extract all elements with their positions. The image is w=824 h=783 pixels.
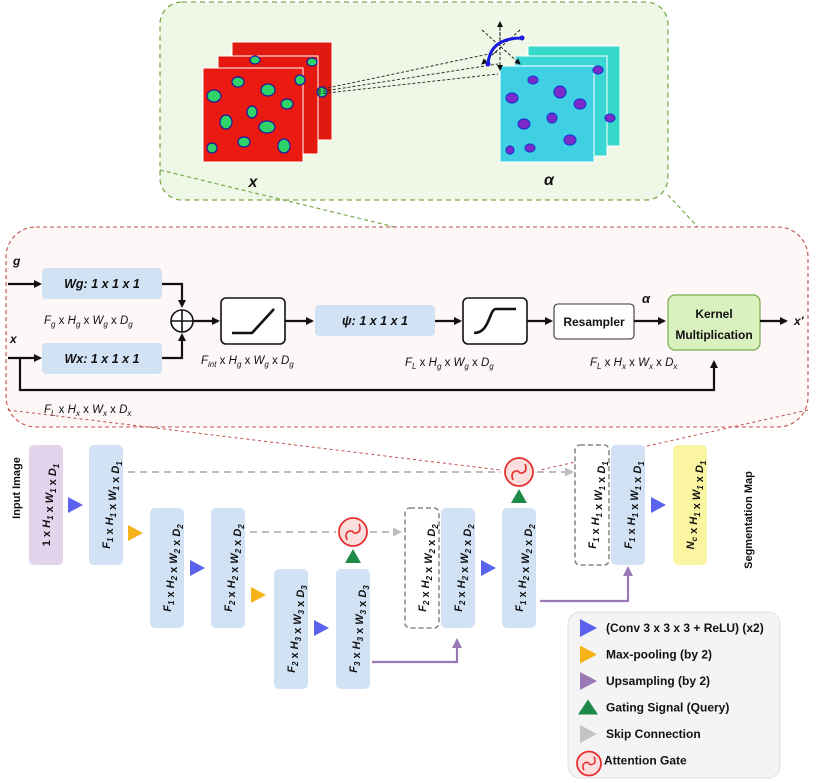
dim-fg-label: Fg x Hg x Wg x Dg (44, 315, 133, 329)
legend-skip-icon (580, 725, 597, 743)
legend-gating-icon (578, 699, 598, 715)
unet-box-1: 1 x H1 x W1 x D1 (29, 445, 63, 565)
kernel-label-line1: Kernel (695, 307, 732, 321)
unet-box-9: F1 x H2 x W2 x D2 (502, 508, 537, 628)
unet-box-2: F1 x H1 x W1 x D1 (89, 445, 124, 565)
kernel-multiplication-box (667, 294, 761, 351)
unet-box-label-2: F1 x H1 x W1 x D1 (101, 461, 124, 549)
conv-relu-arrow-icon (481, 560, 496, 576)
unet-box-8: F2 x H2 x W2 x D2 (441, 508, 476, 628)
unet-box-10: F1 x H1 x W1 x D1 (574, 444, 610, 566)
attention-gate-level2-icon (338, 517, 368, 547)
legend-item: Max-pooling (by 2) (580, 645, 712, 664)
sigmoid-activation-icon (462, 297, 528, 345)
unet-box-label-8: F2 x H2 x W2 x D2 (453, 524, 476, 612)
attention-gate-level1-icon (504, 457, 534, 487)
unet-box-label-7: F2 x H2 x W2 x D2 (417, 524, 440, 612)
legend-label: Max-pooling (by 2) (606, 648, 712, 662)
wg-conv-label: Wg: 1 x 1 x 1 (64, 277, 140, 291)
resampler-label: Resampler (563, 315, 625, 329)
unet-box-label-1: 1 x H1 x W1 x D1 (41, 463, 61, 546)
g-input-label: g (12, 254, 21, 268)
x-image-label: x (248, 174, 259, 191)
unet-box-3: F1 x H2 x W2 x D2 (150, 508, 185, 628)
upsample-path-level2 (540, 566, 633, 603)
unet-box-12: Nc x H1 x W1 x D1 (673, 445, 708, 565)
x-input-label: x (9, 332, 18, 346)
psi-conv-box (315, 305, 435, 336)
gating-signal-arrow-icon (511, 489, 527, 503)
conv-relu-arrow-icon (314, 620, 329, 636)
unet-box-6: F3 x H3 x W3 x D3 (336, 569, 371, 689)
legend-item: (Conv 3 x 3 x 3 + ReLU) (x2) (580, 619, 764, 637)
wg-to-sum (162, 282, 186, 308)
unet-box-label-5: F2 x H3 x W3 x D3 (286, 585, 309, 673)
unet-box-label-10: F1 x H1 x W1 x D1 (587, 461, 610, 549)
unet-box-7: F2 x H2 x W2 x D2 (404, 507, 440, 629)
wx-to-sum (162, 333, 186, 360)
legend-upsample-icon (580, 672, 597, 690)
legend-item: Gating Signal (Query) (578, 699, 729, 715)
legend-label: Upsampling (by 2) (606, 674, 710, 688)
unet-box-label-11: F1 x H1 x W1 x D1 (623, 461, 646, 549)
legend-attention-gate-icon (576, 750, 602, 777)
relu-activation-icon (220, 297, 286, 345)
psi-conv-label: ψ: 1 x 1 x 1 (342, 314, 408, 328)
conv-relu-arrow-icon (651, 497, 666, 513)
unet-box-label-4: F2 x H2 x W2 x D2 (223, 524, 246, 612)
attention-map-stack (499, 45, 621, 163)
legend-label: (Conv 3 x 3 x 3 + ReLU) (x2) (606, 621, 764, 635)
unet-box-label-3: F1 x H2 x W2 x D2 (162, 524, 185, 612)
dim-fl-x-right-label: FL x Hx x Wx x Dx (590, 357, 678, 371)
alpha-image-label: α (544, 172, 555, 189)
legend-label: Gating Signal (Query) (606, 701, 729, 715)
unet-feature-boxes: 1 x H1 x W1 x D1 F1 x H1 x W1 x D1 F1 x H2… (29, 444, 708, 689)
wx-conv-box (42, 343, 162, 374)
max-pool-arrow-icon (128, 525, 143, 541)
dim-fl-x-bottom-label: FL x Hx x Wx x Dx (44, 404, 132, 418)
projection-lines (317, 51, 499, 95)
top-visualization-panel: x α (159, 1, 763, 297)
upsample-path-level3 (372, 638, 462, 664)
gate-connector-left (7, 409, 501, 471)
unet-box-label-12: Nc x H1 x W1 x D1 (685, 460, 708, 549)
unet-box-5: F2 x H3 x W3 x D3 (274, 569, 309, 689)
alpha-gate-label: α (642, 291, 651, 306)
unet-box-4: F2 x H2 x W2 x D2 (211, 508, 246, 628)
dim-fl-g-label: FL x Hg x Wg x Dg (405, 357, 494, 371)
conv-relu-arrow-icon (190, 560, 205, 576)
max-pool-arrow-icon (251, 587, 266, 603)
legend-label: Attention Gate (604, 754, 687, 768)
legend-item: Attention Gate (576, 750, 687, 777)
input-feature-map-stack (202, 41, 333, 163)
sum-node-icon (170, 309, 194, 333)
legend-conv-icon (580, 619, 597, 637)
unet-box-label-6: F3 x H3 x W3 x D3 (348, 585, 371, 673)
segmentation-map-label: Segmentation Map (743, 471, 755, 569)
unet-operation-arrows (68, 489, 666, 636)
legend-item: Skip Connection (580, 725, 701, 743)
unet-architecture: Input Image Segmentation Map 1 x H1 x W1… (11, 444, 755, 689)
wg-conv-box (42, 268, 162, 299)
kernel-label-line2: Multiplication (675, 328, 752, 342)
x-prime-output-label: x' (793, 314, 805, 328)
legend-label: Skip Connection (606, 727, 701, 741)
legend-item: Upsampling (by 2) (580, 672, 710, 690)
legend: (Conv 3 x 3 x 3 + ReLU) (x2) Max-pooling … (567, 611, 781, 779)
conv-relu-arrow-icon (68, 497, 83, 513)
gating-signal-arrow-icon (345, 549, 361, 563)
dim-fint-label: Fint x Hg x Wg x Dg (201, 355, 294, 369)
kernel-direction-icon (481, 21, 525, 71)
x-skip-path (18, 358, 718, 392)
legend-pool-icon (580, 645, 597, 664)
unet-box-11: F1 x H1 x W1 x D1 (611, 445, 646, 565)
input-image-label: Input Image (11, 457, 23, 519)
unet-box-label-9: F1 x H2 x W2 x D2 (514, 524, 537, 612)
attention-gate-panel: g Wg: 1 x 1 x 1 x Wx: 1 x 1 x 1 ψ: 1 x 1… (5, 226, 809, 428)
wx-conv-label: Wx: 1 x 1 x 1 (64, 352, 139, 366)
